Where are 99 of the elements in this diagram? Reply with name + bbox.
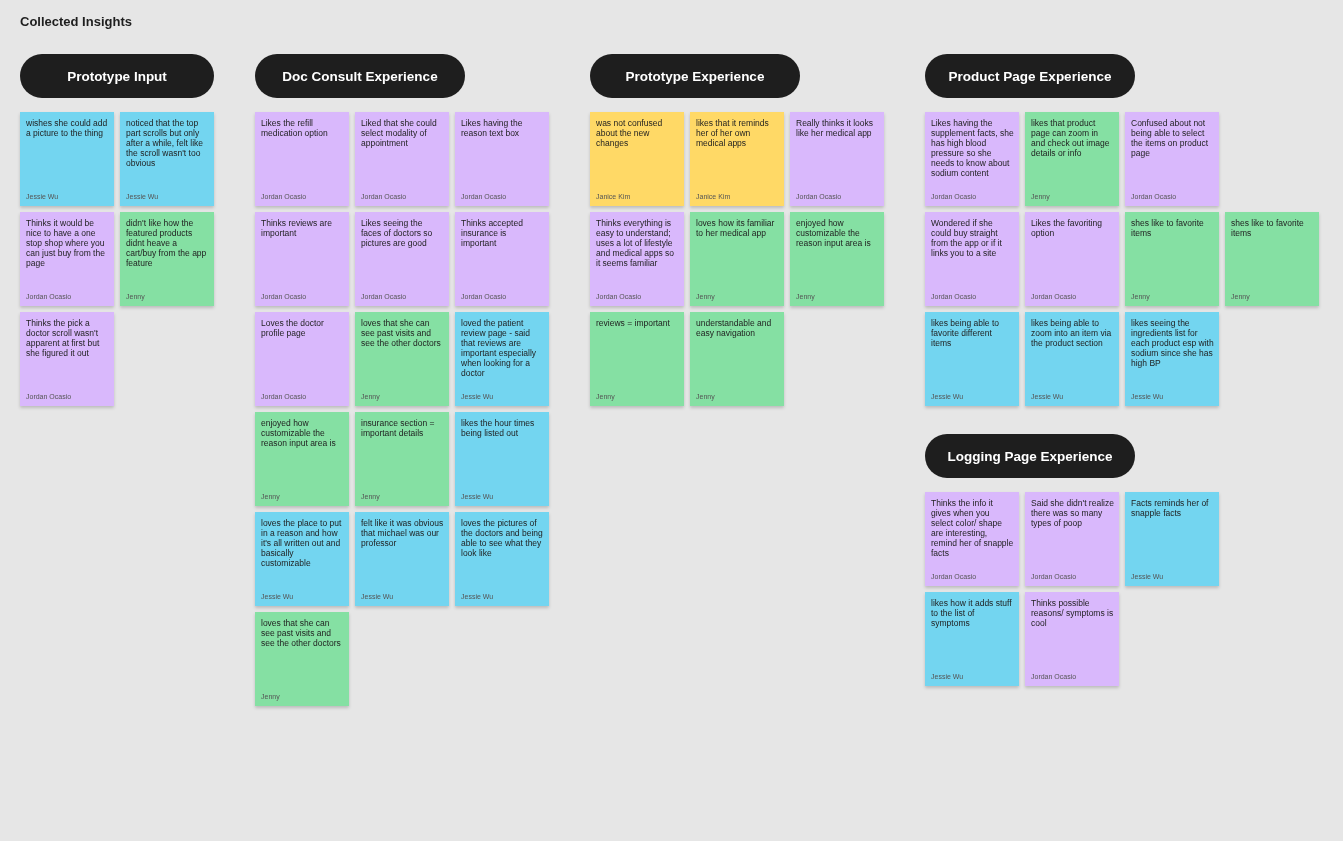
note-text: shes like to favorite items <box>1231 218 1305 238</box>
note-text: enjoyed how customizable the reason input area is <box>796 218 872 248</box>
sticky-note <box>1125 112 1219 206</box>
sticky-note <box>255 512 349 606</box>
sticky-note <box>690 112 784 206</box>
note-text: loves how its familiar to her medical app <box>696 218 776 238</box>
note-text: likes the hour times being listed out <box>461 418 536 438</box>
group-header <box>925 434 1135 478</box>
sticky-note <box>355 512 449 606</box>
sticky-note <box>255 412 349 506</box>
sticky-note <box>925 312 1019 406</box>
note-text: wishes she could add a picture to the thing <box>26 118 109 138</box>
note-text: insurance section = important details <box>361 418 436 438</box>
sticky-note <box>790 112 884 206</box>
note-text: understandable and easy navigation <box>696 318 773 338</box>
note-text: noticed that the top part scrolls but only after a while, felt like the scroll wasn't too obvious <box>126 118 204 168</box>
note-text: reviews = important <box>596 318 671 328</box>
header-text: Logging Page Experience <box>947 448 1113 464</box>
note-text: Thinks the info it gives when you select color/ shape are interesting, remind her of snapple facts <box>931 498 1014 558</box>
note-text: Likes seeing the faces of doctors so pictures are good <box>361 218 434 248</box>
note-text: likes how it adds stuff to the list of symptoms <box>931 598 1013 628</box>
sticky-note <box>1125 492 1219 586</box>
note-text: likes seeing the ingredients list for each product esp with sodium since she has high BP <box>1131 318 1214 368</box>
sticky-note <box>120 112 214 206</box>
sticky-note <box>1025 592 1119 686</box>
sticky-note <box>590 312 684 406</box>
note-text: Loves the doctor profile page <box>261 318 325 338</box>
sticky-note <box>690 212 784 306</box>
sticky-note <box>455 312 549 406</box>
note-text: felt like it was obvious that michael was our professor <box>361 518 444 548</box>
note-text: Likes the favoriting option <box>1031 218 1103 238</box>
sticky-note <box>20 112 114 206</box>
note-text: Thinks the pick a doctor scroll wasn't apparent at first but she figured it out <box>26 318 101 358</box>
note-text: Thinks reviews are important <box>261 218 333 238</box>
group-header <box>925 54 1135 98</box>
header-text: Prototype Experience <box>625 68 765 84</box>
note-text: enjoyed how customizable the reason input area is <box>261 418 337 448</box>
header-text: Prototype Input <box>67 68 167 84</box>
note-text: likes that product page can zoom in and check out image details or info <box>1031 118 1111 158</box>
note-text: Likes having the reason text box <box>461 118 524 138</box>
note-text: Thinks it would be nice to have a one stop shop where you can just buy from the page <box>26 218 106 268</box>
sticky-note <box>1225 212 1319 306</box>
note-text: was not confused about the new changes <box>596 118 664 148</box>
note-text: loves the place to put in a reason and how it's all written out and basically customizable <box>261 518 343 568</box>
note-text: Facts reminds her of snapple facts <box>1131 498 1210 518</box>
note-text: Liked that she could select modality of appointment <box>361 118 438 148</box>
sticky-note <box>590 212 684 306</box>
sticky-note <box>1025 212 1119 306</box>
note-text: likes being able to favorite different items <box>931 318 1001 348</box>
sticky-note <box>355 312 449 406</box>
note-text: Thinks possible reasons/ symptoms is cool <box>1031 598 1114 628</box>
sticky-note <box>20 312 114 406</box>
sticky-note <box>255 612 349 706</box>
group-header <box>255 54 465 98</box>
group-header <box>590 54 800 98</box>
sticky-note <box>590 112 684 206</box>
sticky-note <box>455 512 549 606</box>
sticky-note <box>255 312 349 406</box>
note-text: Wondered if she could buy straight from the app or if it links you to a site <box>931 218 1003 258</box>
sticky-note <box>1125 212 1219 306</box>
sticky-note <box>355 112 449 206</box>
note-text: shes like to favorite items <box>1131 218 1205 238</box>
sticky-note <box>355 212 449 306</box>
note-text: loved the patient review page - said that reviews are important especially when looking for a doctor <box>461 318 538 378</box>
sticky-note <box>925 592 1019 686</box>
sticky-note <box>925 492 1019 586</box>
note-text: Said she didn't realize there was so many types of poop <box>1031 498 1114 528</box>
sticky-note <box>690 312 784 406</box>
sticky-note <box>120 212 214 306</box>
note-text: Thinks everything is easy to understand; uses a lot of lifestyle and medical apps so it seems familiar <box>596 218 675 268</box>
note-text: likes that it reminds her of her own medical apps <box>696 118 770 148</box>
board-title: Collected Insights <box>20 14 132 29</box>
sticky-note <box>1025 492 1119 586</box>
sticky-note <box>1025 112 1119 206</box>
sticky-note <box>455 412 549 506</box>
sticky-note <box>455 112 549 206</box>
sticky-note <box>1125 312 1219 406</box>
header-text: Doc Consult Experience <box>282 68 438 84</box>
sticky-note <box>455 212 549 306</box>
sticky-note <box>790 212 884 306</box>
group-header <box>20 54 214 98</box>
note-text: loves that she can see past visits and see the other doctors <box>361 318 442 348</box>
sticky-note <box>925 212 1019 306</box>
header-text: Product Page Experience <box>948 68 1112 84</box>
note-text: Really thinks it looks like her medical app <box>796 118 874 138</box>
note-text: didn't like how the featured products didnt heave a cart/buy from the app feature <box>126 218 208 268</box>
note-text: Thinks accepted insurance is important <box>461 218 524 248</box>
sticky-note <box>20 212 114 306</box>
note-text: loves the pictures of the doctors and being able to see what they look like <box>461 518 544 558</box>
note-text: loves that she can see past visits and see the other doctors <box>261 618 342 648</box>
sticky-note <box>925 112 1019 206</box>
sticky-note <box>355 412 449 506</box>
sticky-note <box>255 212 349 306</box>
sticky-note <box>1025 312 1119 406</box>
sticky-note <box>255 112 349 206</box>
note-text: Confused about not being able to select the items on product page <box>1131 118 1209 158</box>
note-text: Likes having the supplement facts, she has high blood pressure so she needs to know about sodium content <box>931 118 1014 178</box>
note-text: likes being able to zoom into an item via the product section <box>1031 318 1113 348</box>
note-text: Likes the refill medication option <box>261 118 329 138</box>
